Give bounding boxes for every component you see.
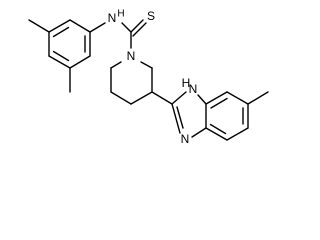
bond (226, 91, 249, 105)
imidazole-hydrogen-label: H (182, 76, 191, 90)
piperidine-nitrogen-label: N (127, 49, 136, 63)
bond (171, 91, 187, 105)
bond (171, 103, 181, 134)
sulfur-label: S (147, 9, 155, 23)
bond (52, 26, 70, 38)
bond (69, 55, 91, 69)
bond (132, 22, 147, 37)
thioamide-nitrogen-label: N (108, 11, 117, 25)
molecule-structure: N H S N H N N (28, 9, 269, 147)
bond (191, 127, 207, 138)
bond (197, 94, 207, 105)
bond (226, 127, 249, 141)
bond-lines (28, 19, 269, 141)
bond (110, 91, 132, 105)
bond (110, 61, 122, 69)
bond (48, 55, 71, 69)
bond (89, 22, 106, 33)
bond (48, 19, 71, 33)
bond (209, 123, 227, 135)
imidazole-nh-nitrogen-label: N (189, 82, 198, 96)
bond (176, 106, 184, 129)
atom-labels: N H S N H N N (108, 9, 198, 147)
bond (52, 50, 70, 62)
imidazole-nitrogen-label: N (181, 132, 190, 146)
bond (205, 127, 228, 141)
bond (205, 91, 228, 105)
bond (247, 91, 269, 105)
bond (28, 19, 50, 33)
bond (121, 22, 132, 33)
bond (140, 61, 153, 69)
thioamide-hydrogen-label: H (117, 9, 124, 20)
bond (130, 19, 144, 33)
bond (69, 19, 91, 33)
bond (210, 97, 228, 109)
bond (130, 91, 153, 105)
bond (151, 91, 173, 105)
